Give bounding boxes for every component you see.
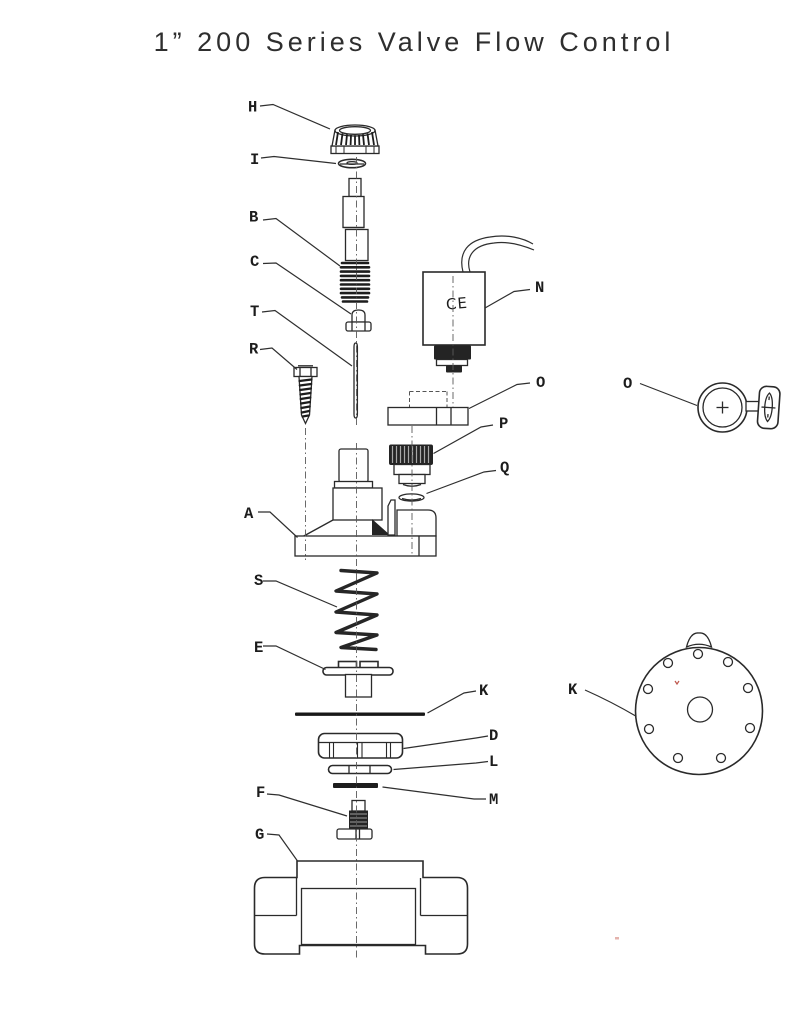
leader-side-O [639,382,698,407]
callout-O: O [536,374,545,392]
part-support-plate [322,660,394,698]
centerlines [305,157,454,958]
red-speck [674,680,680,686]
part-stem [339,177,371,303]
part-screw-f [336,799,373,840]
leader-D [403,735,489,750]
leader-lines [258,103,698,862]
leader-N [484,288,531,309]
callout-Q: Q [500,459,509,477]
leader-C [262,262,352,315]
leader-P [433,424,494,455]
leader-F [266,793,348,817]
callout-P: P [499,415,508,433]
leader-I [260,155,337,165]
leader-A [258,511,298,538]
leader-L [393,760,489,771]
parts: CE [253,124,781,955]
part-adaptor [389,444,433,487]
callout-K: K [479,682,489,700]
callout-I: I [250,151,259,169]
red-speck [615,937,619,940]
part-seal-strip [333,783,378,788]
callout-H: H [248,99,257,117]
part-screw-r [293,365,318,426]
page-title: 1” 200 Series Valve Flow Control [154,27,675,57]
leader-R [259,347,298,370]
leader-side-K [584,689,637,718]
part-oring [398,493,425,502]
callout-A: A [244,505,254,523]
callout-C: C [250,253,259,271]
leader-O [468,382,531,410]
callout-S: S [254,572,263,590]
callout-B: B [249,209,258,227]
callout-D: D [489,727,498,745]
callout-R: R [249,341,259,359]
part-flat-washer [327,764,393,775]
leader-G [266,833,298,862]
leader-S [263,580,338,608]
callout-side-O: O [623,375,632,393]
callout-L: L [489,753,498,771]
part-plug [345,309,372,332]
part-diaphragm-edge [295,712,425,716]
leader-E [263,645,326,671]
callout-E: E [254,639,263,657]
part-disc-holder [317,732,404,759]
part-bonnet [294,448,437,557]
callout-side-K: K [568,681,578,699]
callout-G: G [255,826,264,844]
ce-marking: CE [445,294,468,314]
part-manifold-block [387,391,469,426]
callout-labels: H I B C T R N O P Q A S E K D L M F G O … [244,99,632,845]
part-knob [330,124,380,155]
callout-F: F [256,784,265,802]
leader-K [427,690,477,714]
callout-M: M [489,791,498,809]
leader-H [259,103,331,130]
part-washer [337,158,367,169]
leader-B [262,217,341,267]
part-valve-body [253,860,469,955]
callout-T: T [250,303,259,321]
leader-Q [426,469,497,495]
callout-N: N [535,279,544,297]
part-solenoid: CE [422,235,535,373]
side-view-o-assembly [697,382,781,433]
side-view-diaphragm [634,632,764,776]
leader-T [261,309,353,367]
leader-M [382,786,486,800]
